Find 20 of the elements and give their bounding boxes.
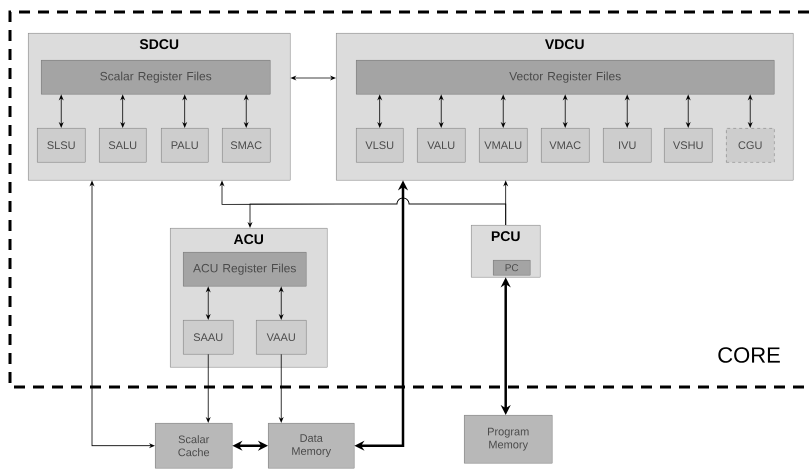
memory-box: Program Memory — [464, 415, 552, 464]
unit-box: VAAU — [256, 320, 306, 354]
unit-box: VLSU — [356, 128, 404, 162]
register-box: PC — [493, 260, 530, 276]
memory-box: Data Memory — [268, 423, 354, 468]
register-file-box: ACU Register Files — [183, 252, 306, 286]
unit-box: SMAC — [222, 128, 270, 162]
unit-box: SALU — [99, 128, 146, 162]
memory-box: Scalar Cache — [155, 423, 232, 468]
unit-box: PALU — [161, 128, 208, 162]
unit-box: IVU — [603, 128, 652, 162]
register-file-box: Vector Register Files — [356, 60, 774, 94]
unit-box: VSHU — [664, 128, 712, 162]
unit-box: VMALU — [479, 128, 528, 162]
unit-box: VMAC — [541, 128, 590, 162]
unit-box: SAAU — [183, 320, 234, 354]
unit-box: SLSU — [37, 128, 86, 162]
register-file-box: Scalar Register Files — [41, 60, 270, 94]
unit-box: CGU — [726, 128, 774, 162]
unit-box: VALU — [417, 128, 466, 162]
